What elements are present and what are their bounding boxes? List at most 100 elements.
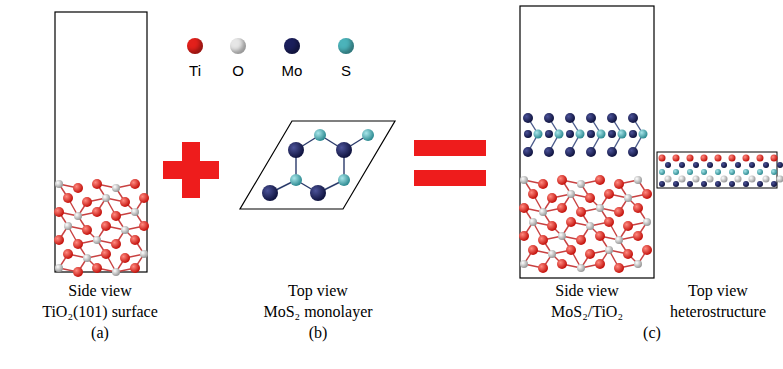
atom: [120, 197, 130, 207]
atom: [139, 193, 149, 203]
atom: [633, 231, 643, 241]
atom: [777, 162, 783, 168]
atom: [577, 180, 585, 188]
atom: [555, 130, 564, 139]
atom: [520, 176, 528, 184]
atom: [576, 130, 585, 139]
atom: [607, 147, 617, 157]
atoms: [54, 113, 783, 277]
atom: [538, 179, 548, 189]
atom: [557, 259, 567, 269]
legend-text: Mo: [282, 62, 303, 79]
atom: [693, 176, 700, 183]
atom: [55, 264, 63, 272]
equals-sign: [414, 170, 486, 186]
atom: [528, 245, 538, 255]
atom: [673, 155, 680, 162]
atom: [566, 245, 576, 255]
atom: [93, 236, 101, 244]
legend-swatch: [187, 38, 203, 54]
atom: [523, 147, 533, 157]
atom: [519, 231, 529, 241]
atom: [547, 221, 557, 231]
atom: [534, 130, 543, 139]
atom: [101, 249, 111, 259]
caption-text: Side view: [68, 282, 132, 300]
atom: [314, 129, 326, 141]
atom: [544, 147, 554, 157]
atom: [701, 169, 707, 175]
atom: [55, 180, 63, 188]
caption-text: Top view: [688, 282, 748, 300]
atom: [131, 208, 139, 216]
atom: [623, 249, 633, 259]
atom: [565, 113, 575, 123]
atom: [604, 217, 614, 227]
atom: [528, 189, 538, 199]
atom: [614, 179, 624, 189]
atom: [112, 268, 120, 276]
atom: [54, 235, 64, 245]
atom: [614, 263, 624, 273]
atom: [763, 162, 769, 168]
atom: [544, 113, 554, 123]
atom: [618, 130, 627, 139]
atom: [605, 246, 613, 254]
cell-frame: [55, 12, 147, 272]
atom: [63, 193, 73, 203]
atom: [659, 169, 665, 175]
atom: [140, 250, 148, 258]
atom: [701, 155, 708, 162]
atom: [673, 181, 679, 187]
atom: [607, 113, 617, 123]
atom: [749, 176, 756, 183]
atom: [566, 130, 574, 138]
atom: [595, 231, 605, 241]
atom: [121, 226, 129, 234]
atom: [771, 155, 778, 162]
caption-text: (a): [91, 324, 109, 342]
atom: [628, 147, 638, 157]
atom: [73, 267, 83, 277]
atom: [721, 176, 728, 183]
atom: [92, 207, 102, 217]
bonds: [59, 118, 647, 272]
unit-cell: [240, 121, 395, 209]
atom: [92, 263, 102, 273]
atom: [63, 249, 73, 259]
atom: [634, 176, 642, 184]
atom: [336, 142, 352, 158]
cell-frame: [520, 6, 654, 278]
atom: [707, 162, 713, 168]
atom: [112, 184, 120, 192]
atom: [639, 130, 648, 139]
atom: [529, 218, 537, 226]
atom: [642, 245, 652, 255]
caption-text: Top view: [288, 282, 348, 300]
atom: [597, 130, 606, 139]
atom: [729, 169, 735, 175]
atom: [707, 176, 714, 183]
atom: [757, 181, 763, 187]
atom: [633, 203, 643, 213]
atom: [54, 207, 64, 217]
atom: [82, 197, 92, 207]
atom: [519, 203, 529, 213]
atom: [290, 174, 302, 186]
atom: [735, 176, 742, 183]
atom: [596, 204, 604, 212]
caption-text: MoS₂/TiO₂: [551, 303, 623, 321]
atom: [743, 169, 749, 175]
legend-swatch: [338, 38, 354, 54]
atom: [548, 250, 556, 258]
atom: [757, 155, 764, 162]
atom: [523, 113, 533, 123]
atom: [82, 225, 92, 235]
atom: [567, 190, 575, 198]
atom: [595, 175, 605, 185]
atom: [139, 221, 149, 231]
atom: [566, 217, 576, 227]
atom: [92, 179, 102, 189]
atom: [102, 194, 110, 202]
